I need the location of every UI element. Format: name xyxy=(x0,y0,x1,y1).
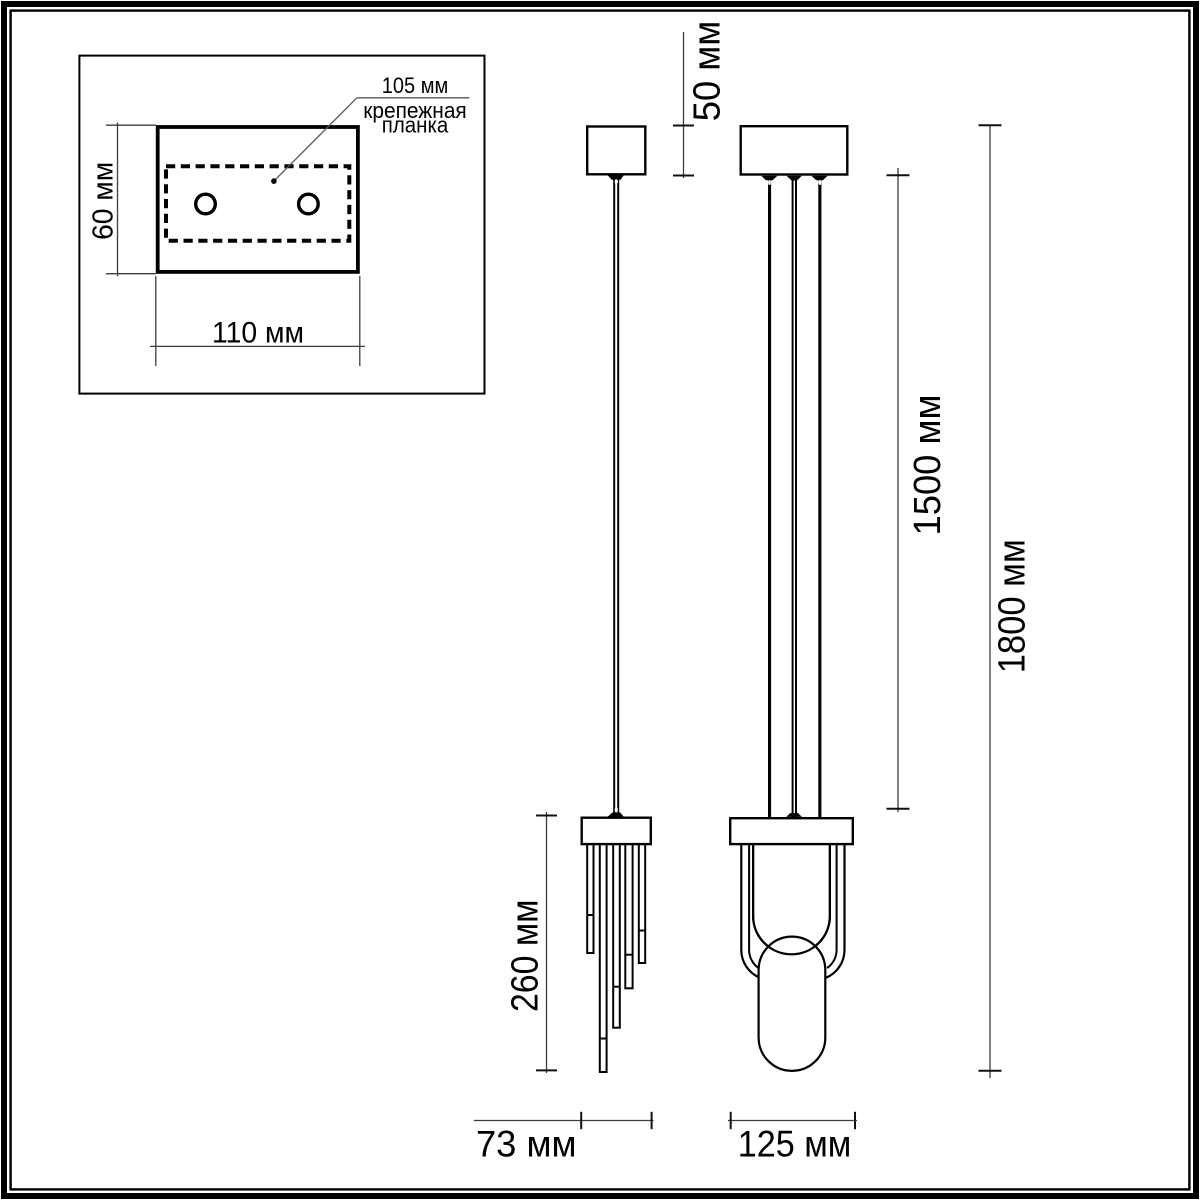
svg-text:60 мм: 60 мм xyxy=(88,162,120,240)
svg-text:планка: планка xyxy=(382,113,449,138)
svg-text:105 мм: 105 мм xyxy=(382,73,449,98)
svg-text:125 мм: 125 мм xyxy=(738,1124,852,1165)
svg-text:50 мм: 50 мм xyxy=(687,21,729,122)
svg-text:крепежная: крепежная xyxy=(363,98,467,123)
svg-text:73 мм: 73 мм xyxy=(476,1124,577,1165)
svg-text:260 мм: 260 мм xyxy=(505,900,547,1013)
svg-text:1500 мм: 1500 мм xyxy=(907,395,949,536)
svg-text:1800 мм: 1800 мм xyxy=(992,539,1034,673)
svg-text:110 мм: 110 мм xyxy=(212,317,304,350)
